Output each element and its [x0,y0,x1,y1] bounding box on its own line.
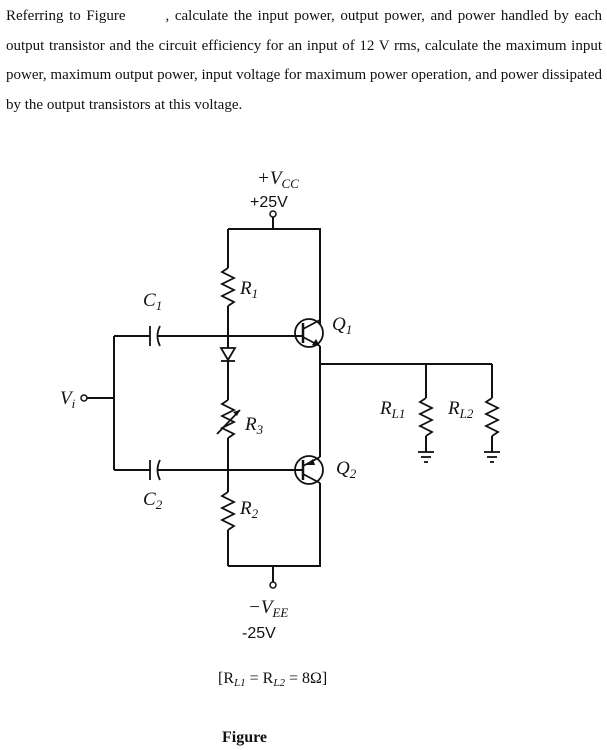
r1-label: R1 [239,278,258,301]
q1-transistor: Q1 [228,314,352,348]
bottom-rail [228,483,321,567]
load-note: [RL1 = RL2 = 8Ω] [218,670,327,689]
problem-statement: Referring to Figure, calculate the input… [6,2,602,120]
r3-label: R3 [244,414,264,437]
vee-label: −VEE [248,597,288,620]
q2-transistor: Q2 [228,455,357,485]
r3-potentiometer: R3 [216,399,264,470]
r1-resistor: R1 [219,229,258,336]
rl1-resistor: RL1 [379,364,435,463]
c2-capacitor: C2 [114,459,228,512]
vcc-terminal: +VCC +25V [250,168,299,229]
c1-capacitor: C1 [114,290,228,347]
rl2-resistor: RL2 [447,364,501,463]
rl2-label: RL2 [447,398,474,421]
r2-label: R2 [239,498,259,521]
c2-label: C2 [143,489,163,512]
c1-label: C1 [143,290,162,313]
rl1-label: RL1 [379,398,405,421]
vee-terminal: −VEE -25V [242,566,288,642]
top-rail [228,228,321,325]
problem-text-part1: Referring to Figure [6,8,126,24]
problem-text-part2: , calculate the input power, output powe… [6,8,603,113]
q1-label: Q1 [332,314,352,337]
diode [219,336,237,400]
r2-resistor: R2 [219,470,259,566]
vcc-value: +25V [250,194,288,211]
vee-value: -25V [242,625,276,642]
vcc-label: +VCC [257,168,299,191]
figure-caption: Figure [222,729,267,746]
vi-input: Vi [60,336,115,470]
q2-label: Q2 [336,458,357,481]
vi-label: Vi [60,388,76,411]
